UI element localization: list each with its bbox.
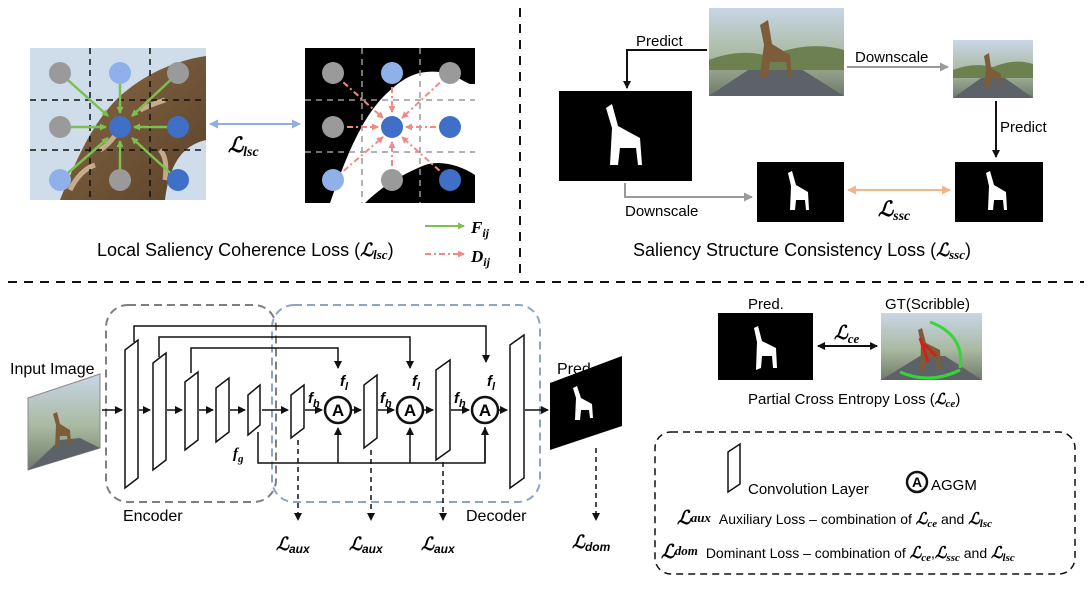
svg-text:A: A xyxy=(912,474,922,490)
ce-pred-label: Pred. xyxy=(748,296,784,313)
f-h-label-3: fh xyxy=(454,390,466,410)
aux-loss-1: ℒaux xyxy=(276,534,311,556)
legend-conv-label: Convolution Layer xyxy=(748,481,869,498)
conv-layer-e2 xyxy=(152,351,167,472)
ssc-downscaled-full-pred xyxy=(757,162,844,222)
svg-text:A: A xyxy=(404,401,416,420)
ce-gt-label: GT(Scribble) xyxy=(885,296,970,313)
ssc-loss-label: ℒssc xyxy=(878,197,911,224)
input-image xyxy=(27,373,101,471)
f-l-label-3: fl xyxy=(487,373,496,393)
lsc-link-label: ℒlsc xyxy=(228,133,259,160)
decoder-layers xyxy=(290,333,525,490)
legend-aggm-icon: A xyxy=(905,470,929,494)
conv-layer-d3 xyxy=(435,358,451,462)
d-ij-legend-label: Dij xyxy=(470,247,491,269)
conv-layer-d1 xyxy=(290,383,305,440)
encoder-box xyxy=(105,304,277,503)
f-l-label-1: fl xyxy=(340,373,349,393)
ssc-downscale-arrow-bottom xyxy=(624,183,753,202)
f-g-label: fg xyxy=(233,446,244,465)
legend-box xyxy=(654,431,1076,575)
decoder-box xyxy=(271,304,541,503)
f-l-label-2: fl xyxy=(412,373,421,393)
svg-text:A: A xyxy=(479,401,491,420)
lsc-caption: Local Saliency Coherence Loss (ℒlsc) xyxy=(97,240,394,262)
lsc-right-patch xyxy=(305,48,475,203)
ssc-source-photo xyxy=(709,8,844,96)
conv-layer-e5 xyxy=(247,383,261,437)
legend-aggm-label: AGGM xyxy=(931,477,977,494)
aux-loss-3: ℒaux xyxy=(421,534,456,556)
aggm-block-3: A xyxy=(470,395,500,425)
ssc-downscaled-photo xyxy=(953,40,1033,98)
aux-loss-2: ℒaux xyxy=(349,534,384,556)
conv-layer-e3 xyxy=(184,370,199,452)
decoder-label: Decoder xyxy=(466,508,527,525)
ssc-predict-label-right: Predict xyxy=(1000,119,1048,136)
conv-layer-d2 xyxy=(363,373,378,450)
center-pixel xyxy=(109,116,131,138)
skip-connections xyxy=(133,325,490,373)
encoder-label: Encoder xyxy=(123,508,183,525)
conv-layer-e4 xyxy=(215,376,230,444)
ce-loss-label: ℒce xyxy=(834,323,859,346)
ce-caption: Partial Cross Entropy Loss (ℒce) xyxy=(748,391,960,410)
encoder-layers xyxy=(124,338,261,490)
dom-loss: ℒdom xyxy=(572,532,611,554)
svg-text:A: A xyxy=(332,401,344,420)
ssc-predict-label-top: Predict xyxy=(636,33,684,50)
conv-layer-e1 xyxy=(124,338,139,490)
legend-conv-icon xyxy=(727,442,741,494)
ssc-downscale-label-bottom: Downscale xyxy=(625,203,698,220)
aux-arrows xyxy=(294,440,600,521)
ssc-predict-arrow-top xyxy=(623,49,707,89)
f-h-label-2: fh xyxy=(380,390,392,410)
aggm-block-1: A xyxy=(323,395,353,425)
f-h-label-1: fh xyxy=(308,390,320,410)
ssc-downscale-label-top: Downscale xyxy=(855,49,928,66)
conv-layer-d4 xyxy=(509,333,525,490)
network-prediction xyxy=(550,356,622,450)
ssc-pred-of-downscaled xyxy=(955,162,1043,222)
ce-scribble-gt xyxy=(881,313,982,380)
lsc-left-patch xyxy=(30,48,206,200)
aggm-block-2: A xyxy=(395,395,425,425)
f-ij-legend-label: Fij xyxy=(470,218,490,240)
feature-labels: fl fl fl fh fh fh xyxy=(308,373,496,410)
ssc-full-prediction xyxy=(559,91,692,181)
input-image-label: Input Image xyxy=(10,361,95,378)
ssc-caption: Saliency Structure Consistency Loss (ℒss… xyxy=(633,240,971,262)
ce-prediction xyxy=(718,313,813,380)
